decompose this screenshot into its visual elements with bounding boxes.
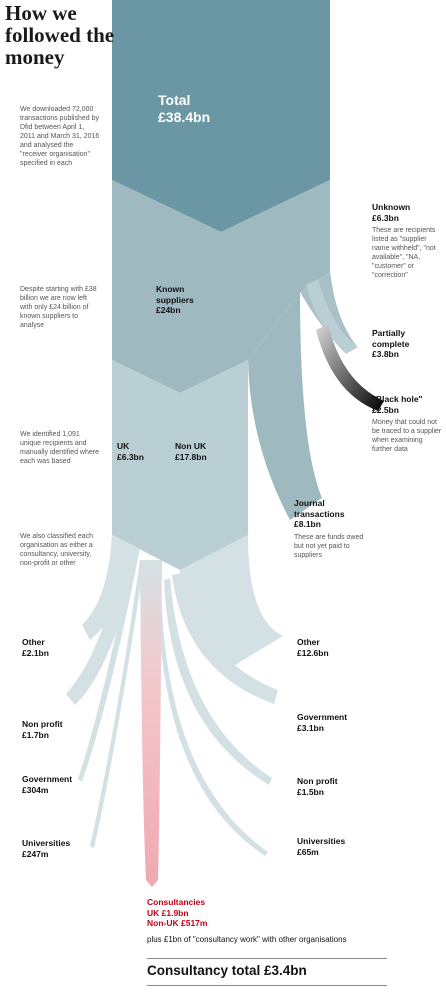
black-hole-label: "Black hole" £2.5bn Money that could not… bbox=[372, 394, 442, 453]
nonuk-government-flow bbox=[172, 572, 278, 704]
total-label: Total £38.4bn bbox=[158, 92, 211, 125]
known-suppliers-flow bbox=[112, 360, 248, 570]
uk-universities-label: Universities £247m bbox=[22, 838, 71, 859]
unknown-label: Unknown £6.3bn These are recipients list… bbox=[372, 202, 436, 279]
nonuk-government-label: Government £3.1bn bbox=[297, 712, 348, 733]
divider-bottom bbox=[147, 985, 387, 986]
note-downloaded: We downloaded 72,000 transactions publis… bbox=[20, 106, 100, 167]
consultancy-total: Consultancy total £3.4bn bbox=[147, 963, 307, 978]
consultancies-label: Consultancies UK £1.9bn Non-UK £517m bbox=[147, 897, 208, 928]
known-plus-unknown-flow bbox=[112, 180, 330, 393]
note-despite: Despite starting with £38 billion we are… bbox=[20, 286, 97, 329]
note-identified: We identified 1,091 unique recipients an… bbox=[20, 431, 99, 465]
nonuk-universities-label: Universities £65m bbox=[297, 836, 346, 857]
known-suppliers-label: Known suppliers £24bn bbox=[156, 284, 194, 315]
divider-top bbox=[147, 958, 387, 959]
uk-other-label: Other £2.1bn bbox=[22, 637, 49, 658]
nonuk-nonprofit-flow bbox=[164, 578, 272, 785]
total-flow bbox=[112, 0, 330, 232]
nonuk-outflows bbox=[158, 535, 283, 856]
note-classified: We also classified each organisation as … bbox=[20, 533, 94, 567]
uk-government-flow bbox=[78, 555, 138, 782]
uk-outflows bbox=[66, 535, 144, 848]
nonuk-label: Non UK £17.8bn bbox=[175, 441, 207, 462]
black-hole-flow bbox=[316, 324, 384, 411]
nonuk-nonprofit-label: Non profit £1.5bn bbox=[297, 776, 338, 797]
page-title: How we followed the money bbox=[5, 1, 115, 69]
journal-transactions-flow bbox=[248, 292, 322, 520]
plus-consultancy-work: plus £1bn of "consultancy work" with oth… bbox=[147, 935, 347, 944]
consultancies-flow bbox=[140, 560, 162, 887]
uk-nonprofit-label: Non profit £1.7bn bbox=[22, 719, 63, 740]
partially-complete-flow bbox=[306, 279, 358, 354]
uk-government-label: Government £304m bbox=[22, 774, 73, 795]
uk-universities-flow bbox=[90, 560, 144, 848]
nonuk-universities-flow bbox=[158, 585, 268, 856]
partially-complete-label: Partially complete £3.8bn bbox=[372, 328, 410, 359]
uk-nonprofit-flow bbox=[66, 545, 138, 705]
nonuk-other-label: Other £12.6bn bbox=[297, 637, 329, 658]
uk-label: UK £6.3bn bbox=[117, 441, 144, 462]
journal-transactions-label: Journal transactions £8.1bn These are fu… bbox=[294, 498, 364, 559]
